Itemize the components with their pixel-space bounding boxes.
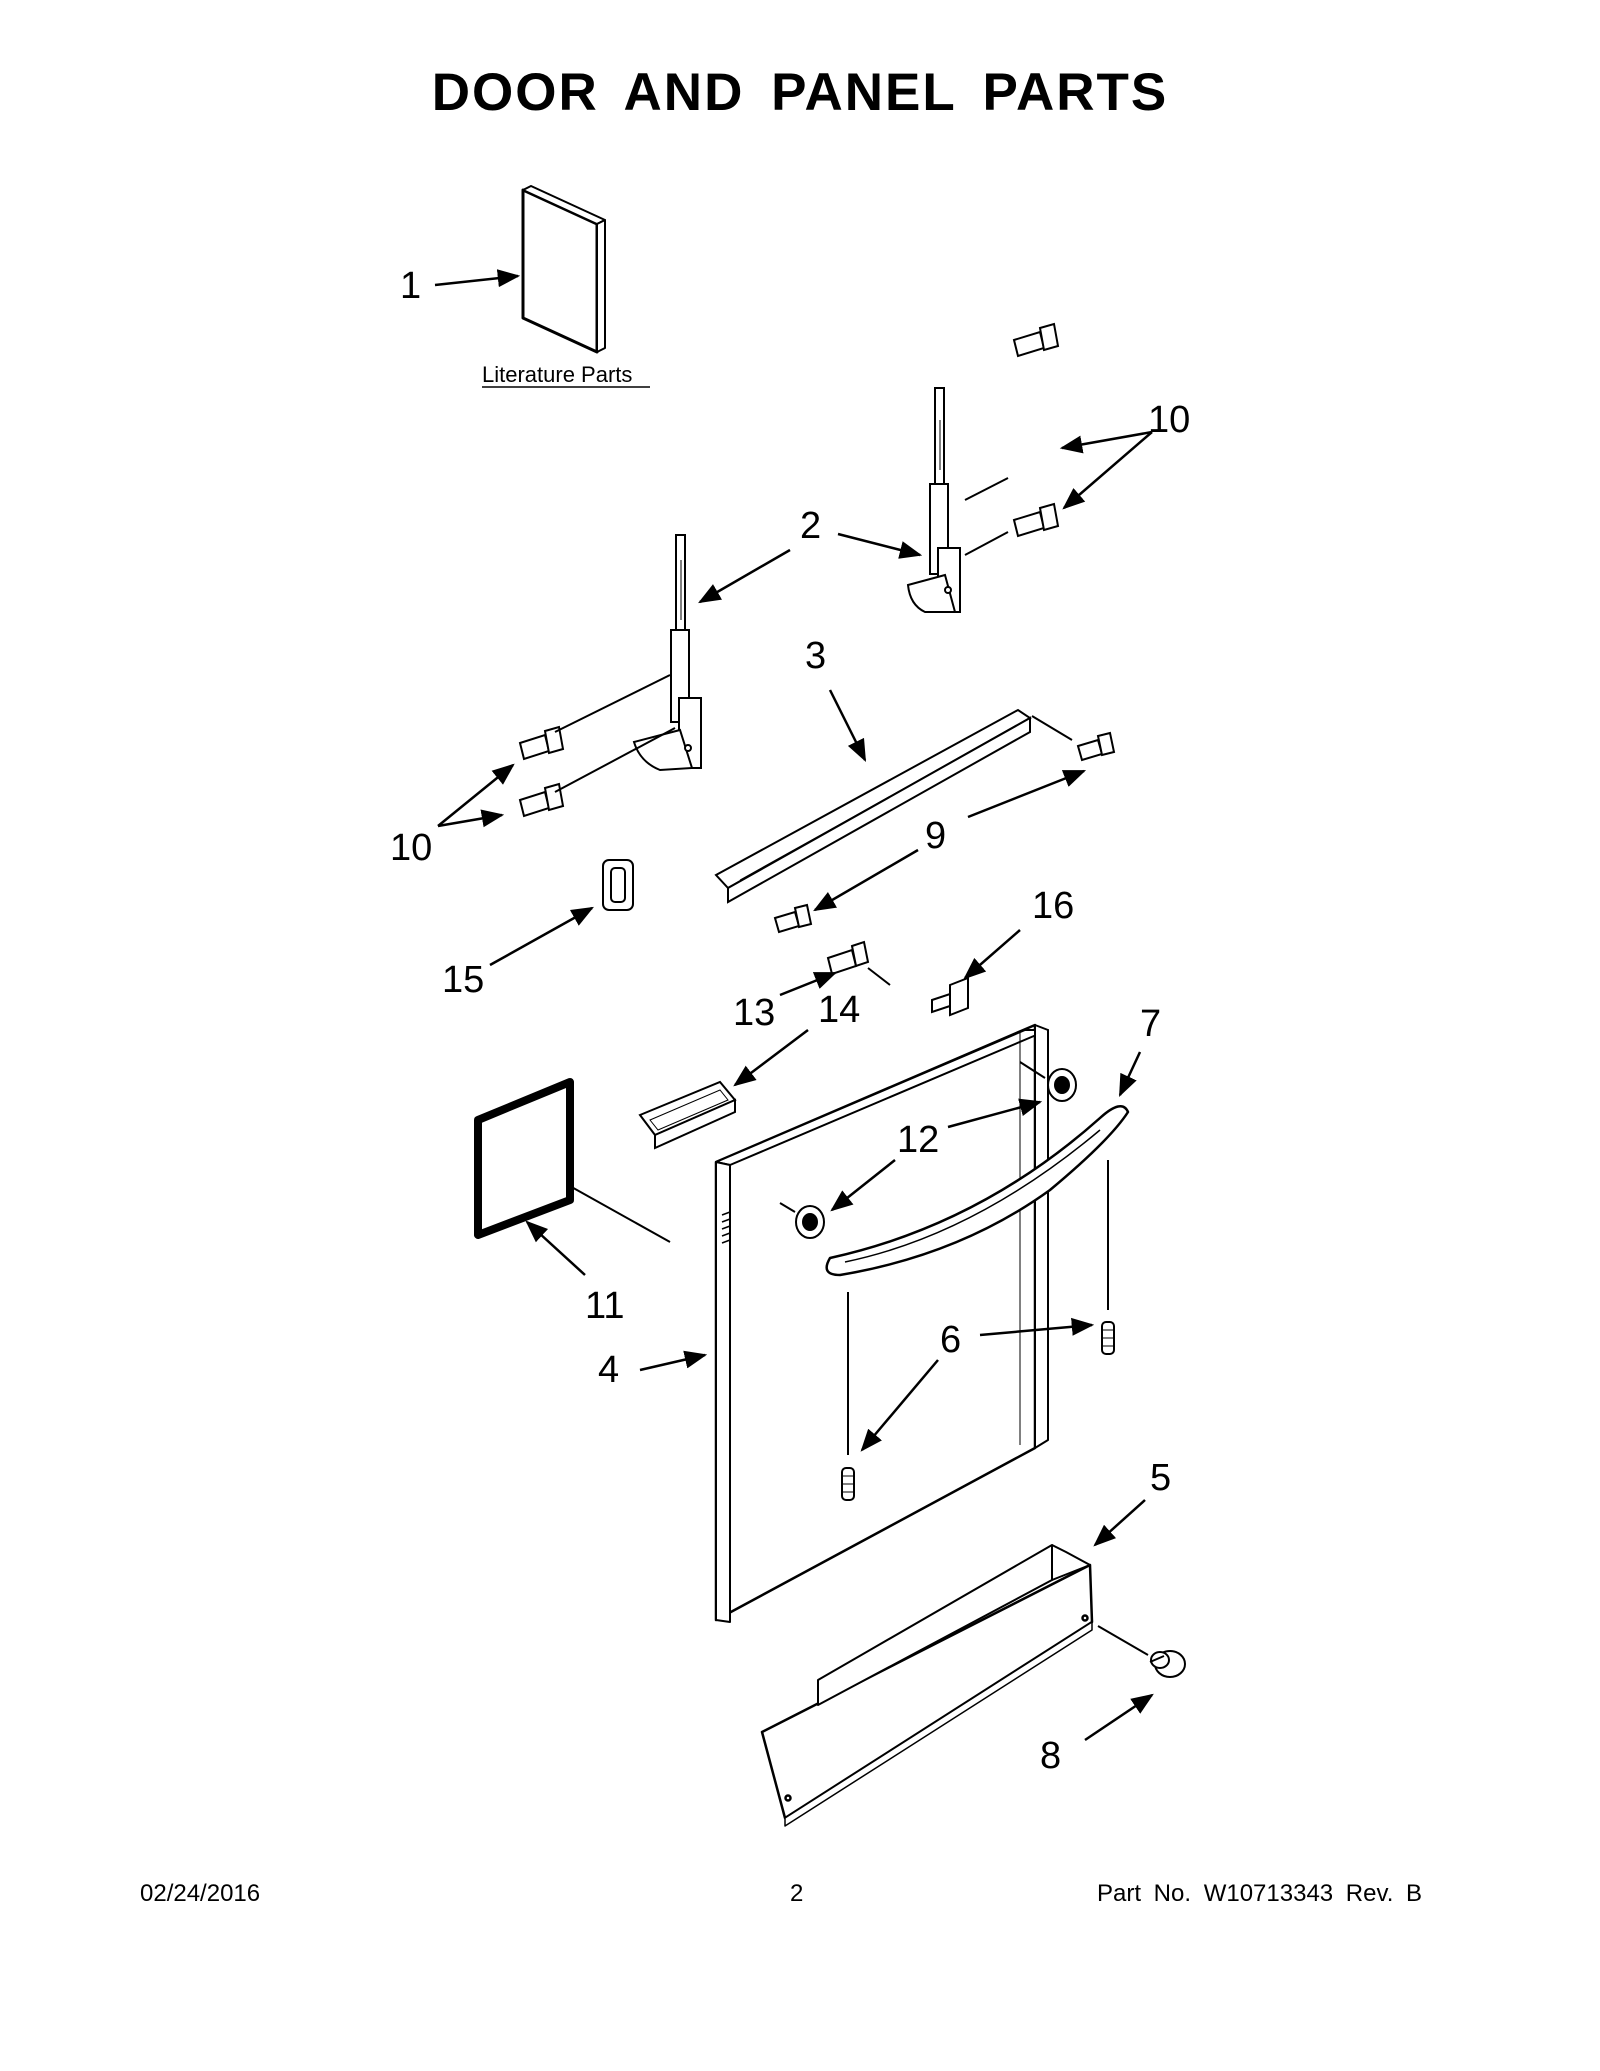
callout-9-arrow-b	[813, 848, 919, 912]
callout-2: 2	[800, 505, 821, 547]
latch-16	[931, 976, 969, 1017]
mount-line-left	[779, 1202, 796, 1213]
callout-12-arrow-b	[830, 1159, 896, 1212]
door-hinge-right	[906, 387, 961, 613]
literature-parts-label: Literature Parts	[482, 362, 632, 387]
callout-9: 9	[925, 815, 946, 857]
set-screw-6-right	[1101, 1321, 1115, 1355]
callout-13-arrow	[779, 971, 838, 997]
vent-14	[638, 1080, 737, 1150]
literature-booklet	[521, 185, 606, 354]
hinge-left-screw-line-b	[554, 727, 676, 793]
callout-9-arrow-a	[967, 769, 1087, 819]
callout-10-lower: 10	[390, 827, 432, 869]
access-panel-5	[760, 1544, 1094, 1827]
callout-11-arrow	[525, 1220, 586, 1276]
panel-screw-8	[1149, 1650, 1186, 1678]
callout-10-arrow-b	[1062, 431, 1153, 510]
callout-5-arrow	[1093, 1499, 1146, 1547]
callout-14: 14	[818, 989, 860, 1031]
callout-4-arrow	[639, 1350, 708, 1372]
callout-12: 12	[897, 1119, 939, 1161]
callout-10-arrow-d	[437, 809, 505, 828]
callout-10-upper: 10	[1148, 399, 1190, 441]
set-screw-6-left	[841, 1467, 855, 1501]
clip-15	[602, 859, 634, 911]
screw-13-line	[867, 967, 891, 986]
callout-10-arrow-c	[437, 763, 515, 827]
callout-5: 5	[1150, 1457, 1171, 1499]
callout-6-arrow-b	[860, 1359, 939, 1452]
door-panel-4	[714, 1023, 1049, 1623]
screw-9-right	[1076, 731, 1116, 762]
door-gasket-11	[474, 1078, 574, 1239]
callout-12-arrow-a	[947, 1098, 1043, 1129]
callout-3-arrow	[828, 689, 867, 763]
callout-1-arrow	[434, 269, 521, 288]
footer-part-number: Part No. W10713343 Rev. B	[1097, 1880, 1423, 1907]
screw-13	[826, 940, 870, 976]
screw-10-upper-right-a	[1012, 322, 1060, 358]
callout-7-arrow	[1118, 1051, 1142, 1098]
screw-10-upper-right-b	[1012, 502, 1060, 538]
callout-6-arrow-a	[979, 1317, 1095, 1337]
rail-screw-line-right	[1031, 715, 1073, 741]
callout-1: 1	[400, 265, 421, 307]
footer-page-number: 2	[790, 1880, 804, 1907]
callout-3: 3	[805, 635, 826, 677]
callout-15: 15	[442, 959, 484, 1001]
gasket-to-door-line	[567, 1184, 671, 1243]
callout-2-arrow-right	[837, 532, 923, 559]
callout-6: 6	[940, 1319, 961, 1361]
callout-8: 8	[1040, 1735, 1061, 1777]
callout-13: 13	[733, 992, 775, 1034]
callout-4: 4	[598, 1349, 619, 1391]
callout-2-arrow-left	[698, 548, 791, 604]
page-title: DOOR AND PANEL PARTS	[431, 63, 1169, 122]
callout-16: 16	[1032, 885, 1074, 927]
footer-date: 02/24/2016	[140, 1880, 261, 1907]
handle-mount-12-right	[1047, 1068, 1077, 1102]
callout-7: 7	[1140, 1003, 1161, 1045]
screw-10-left-a	[518, 725, 565, 761]
hinge-right-screw-line-a	[964, 477, 1009, 501]
mount-line-right	[1019, 1061, 1046, 1079]
screw-10-left-b	[518, 782, 565, 818]
callout-11: 11	[585, 1285, 624, 1327]
screw-9-left	[773, 903, 813, 934]
panel-screw-line	[1097, 1625, 1149, 1656]
door-handle-7	[825, 1105, 1130, 1277]
door-hinge-left	[632, 534, 702, 772]
handle-mount-12-left	[795, 1205, 825, 1239]
callout-15-arrow	[489, 906, 594, 967]
callout-8-arrow	[1084, 1693, 1154, 1742]
hinge-left-screw-line-a	[554, 674, 671, 733]
callout-10-arrow-a	[1059, 430, 1153, 454]
callout-16-arrow	[963, 929, 1021, 980]
hinge-right-screw-line-b	[964, 531, 1009, 556]
callout-14-arrow	[733, 1029, 809, 1087]
door-rail-3	[714, 708, 1032, 904]
